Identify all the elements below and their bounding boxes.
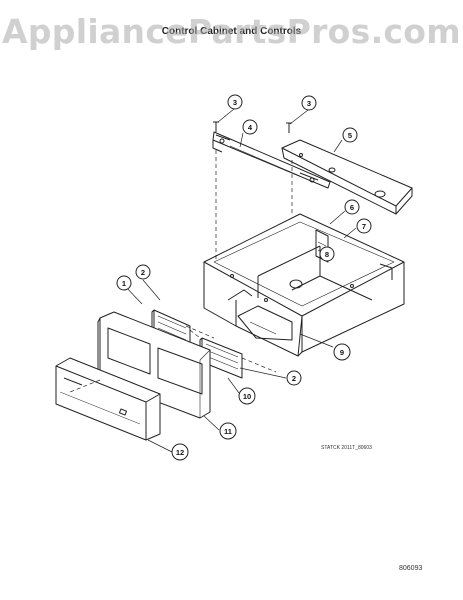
callout-label-8: 8 xyxy=(325,250,329,259)
callout-2b xyxy=(286,370,302,386)
callout-label-3b: 3 xyxy=(307,99,311,108)
callout-label-11: 11 xyxy=(224,427,232,436)
callout-11 xyxy=(219,422,237,440)
callout-2a xyxy=(135,264,151,280)
callout-6 xyxy=(344,199,360,215)
callout-10 xyxy=(238,387,256,405)
callout-4 xyxy=(242,119,258,135)
callout-label-5: 5 xyxy=(348,131,352,140)
callout-label-3a: 3 xyxy=(233,98,237,107)
callouts xyxy=(116,94,372,461)
callout-label-2a: 2 xyxy=(141,268,145,277)
callout-label-1: 1 xyxy=(122,279,126,288)
callout-3b xyxy=(301,95,317,111)
control-rail-bracket xyxy=(212,131,331,189)
screw-left xyxy=(213,121,219,132)
control-cabinet xyxy=(203,213,405,357)
callout-12 xyxy=(171,443,189,461)
callout-8 xyxy=(319,246,335,262)
reference-code: STATCK 2011T_80603 xyxy=(321,445,372,451)
callout-label-6: 6 xyxy=(350,203,354,212)
callout-label-4: 4 xyxy=(248,123,253,132)
callout-labels: 3 3 4 5 6 7 8 9 1 2 2 10 11 12 xyxy=(122,98,366,457)
diagram-title: Control Cabinet and Controls xyxy=(161,26,302,37)
screw-right xyxy=(286,122,292,133)
callout-label-10: 10 xyxy=(243,392,251,401)
callout-1 xyxy=(116,275,132,291)
assembly-lines xyxy=(69,150,293,393)
callout-5 xyxy=(342,127,358,143)
callout-label-9: 9 xyxy=(340,348,344,357)
callout-7 xyxy=(356,218,372,234)
callout-3a xyxy=(227,94,243,110)
front-overlay-panel xyxy=(55,357,161,441)
callout-label-2b: 2 xyxy=(292,374,296,383)
callout-label-7: 7 xyxy=(362,222,366,231)
page-number: 806093 xyxy=(399,565,423,572)
callout-label-12: 12 xyxy=(176,448,184,457)
callout-9 xyxy=(333,343,351,361)
rear-cover-panel xyxy=(281,139,413,215)
